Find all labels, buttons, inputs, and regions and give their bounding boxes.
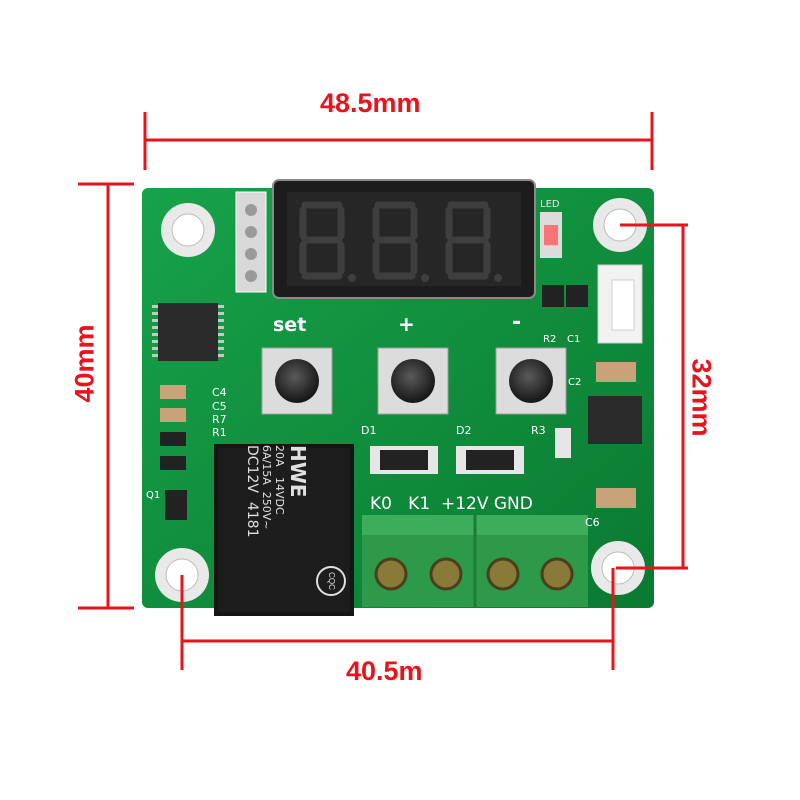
silk-r7: R7: [212, 413, 227, 426]
relay-cert-mark: CQC: [316, 566, 346, 596]
silk-terminal-labels: K0 K1 +12V GND: [370, 494, 533, 514]
silk-r1: R1: [212, 426, 227, 439]
dimension-right-hole-spacing: 32mm: [686, 358, 717, 437]
dimension-lines: [78, 112, 688, 670]
silk-r3: R3: [531, 424, 546, 437]
dimension-left-height: 40mm: [69, 324, 100, 403]
silk-plus: +: [398, 312, 415, 336]
silk-r2: R2: [543, 334, 557, 345]
relay-line-3: DC12V 4181: [244, 445, 260, 538]
relay-line-1: 20A 14VDC: [273, 445, 286, 515]
silk-c1: C1: [567, 334, 581, 345]
silk-c5: C5: [212, 400, 227, 413]
relay-brand: HWE: [286, 445, 310, 498]
silk-c6: C6: [585, 516, 600, 529]
silk-minus: -: [512, 310, 522, 335]
push-buttons: [261, 347, 567, 415]
relay-line-2: 6A/15A 250V~: [260, 445, 273, 530]
seven-segment-display: [272, 179, 536, 299]
terminal-block: [362, 515, 588, 607]
silk-d1: D1: [361, 424, 377, 437]
silk-set: set: [273, 314, 307, 336]
silk-led: LED: [540, 199, 560, 210]
silk-q1: Q1: [146, 490, 161, 501]
ic-chip: [152, 303, 224, 361]
dimension-top-width: 48.5mm: [320, 88, 421, 118]
relay-label: HWE 20A 14VDC 6A/15A 250V~ DC12V 4181: [244, 445, 310, 615]
dimension-bottom-hole-spacing: 40.5m: [346, 656, 423, 686]
relay: [214, 444, 354, 616]
silk-c4: C4: [212, 386, 227, 399]
silk-c2: C2: [568, 377, 582, 388]
voltage-regulator: [588, 396, 642, 444]
smd-components-left: [160, 385, 186, 470]
sensor-connector: [597, 264, 643, 344]
silk-d2: D2: [456, 424, 472, 437]
